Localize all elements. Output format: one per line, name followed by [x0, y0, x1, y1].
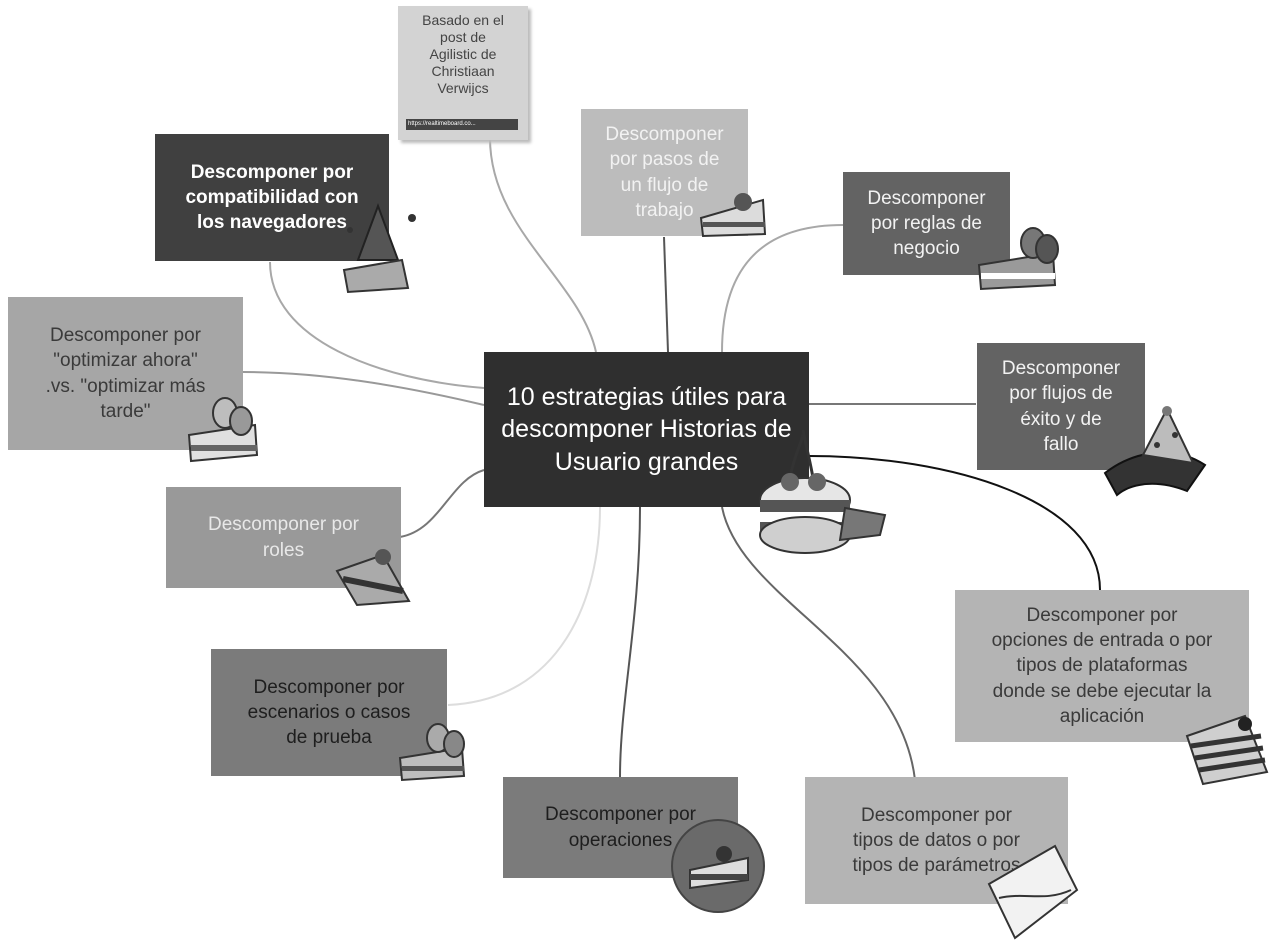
party-hat-icon [1103, 406, 1207, 497]
branch-optimizar[interactable]: Descomponer por "optimizar ahora" .vs. "… [8, 297, 243, 450]
connector-navegadores [269, 261, 485, 389]
branch-flujos[interactable]: Descomponer por flujos de éxito y de fal… [977, 343, 1145, 470]
branch-tipos-text: Descomponer por tipos de datos o por tip… [852, 804, 1021, 877]
connector-tipos [721, 506, 916, 781]
cake-slice-icon [987, 844, 1079, 940]
connector-roles [399, 469, 485, 538]
branch-optimizar-text: Descomponer por "optimizar ahora" .vs. "… [45, 325, 206, 422]
branch-entrada-text: Descomponer por opciones de entrada o po… [991, 605, 1213, 727]
branch-roles-text: Descomponer por roles [207, 514, 360, 561]
connector-escenarios [447, 506, 601, 706]
source-note: Basado en el post de Agilistic de Christ… [398, 6, 528, 140]
branch-escenarios[interactable]: Descomponer por escenarios o casos de pr… [211, 649, 447, 776]
cherry-cake-icon [335, 549, 411, 607]
branch-flujos-text: Descomponer por flujos de éxito y de fal… [1001, 358, 1121, 455]
branch-reglas[interactable]: Descomponer por reglas de negocio [843, 172, 1010, 275]
connector-pasos [663, 236, 669, 353]
cake-slice-icon [699, 193, 767, 238]
connector-reglas [721, 224, 844, 353]
cake-slice-icon [1185, 714, 1269, 786]
note-link[interactable]: https://realtimeboard.co... [406, 119, 518, 130]
branch-reglas-text: Descomponer por reglas de negocio [867, 187, 986, 260]
branch-navegadores-text: Descomponer por compatibilidad con los n… [185, 161, 359, 234]
connector-optimizar [242, 371, 485, 406]
cake-icon [759, 430, 887, 554]
connector-note [489, 137, 597, 353]
branch-operaciones-text: Descomponer por operaciones [544, 804, 697, 851]
connector-entrada [808, 455, 1101, 591]
central-topic[interactable]: 10 estrategias útiles para descomponer H… [484, 352, 809, 507]
connector-operaciones [619, 506, 641, 778]
branch-tipos[interactable]: Descomponer por tipos de datos o por tip… [805, 777, 1068, 904]
central-topic-text: 10 estrategias útiles para descomponer H… [501, 382, 792, 476]
branch-navegadores[interactable]: Descomponer por compatibilidad con los n… [155, 134, 389, 261]
branch-pasos-text: Descomponer por pasos de un flujo de tra… [605, 124, 724, 221]
balloons-icon [398, 723, 466, 782]
note-text: Basado en el post de Agilistic de Christ… [422, 12, 504, 97]
balloons-icon [187, 397, 259, 463]
party-hat-icon [342, 203, 416, 294]
balloons-icon [977, 227, 1059, 291]
branch-escenarios-text: Descomponer por escenarios o casos de pr… [247, 676, 411, 749]
cherry-cake-icon [671, 819, 765, 913]
branch-entrada[interactable]: Descomponer por opciones de entrada o po… [955, 590, 1249, 742]
